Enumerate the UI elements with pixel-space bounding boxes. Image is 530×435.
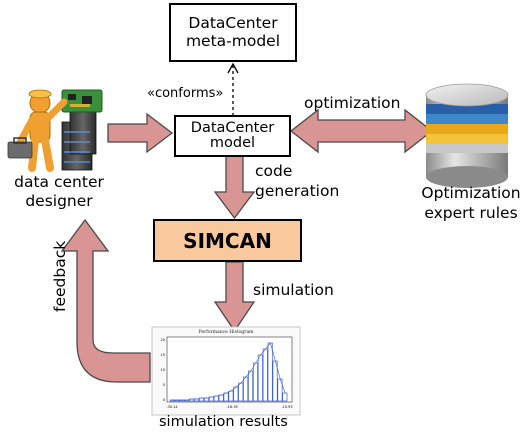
simulation-results-label: simulation results [159,414,288,430]
conforms-dependency [227,62,239,116]
thumbnail-y-tick: 10 [161,368,165,372]
thumbnail-y-tick: 20 [161,338,165,342]
thumbnail-x-tick: -10.93 [281,405,292,409]
thumbnail-y-tick: 5 [163,383,165,387]
expert-rules-label: Optimization expert rules [421,184,521,223]
thumbnail-title: Performance Histogram [199,329,255,335]
thumbnail-bar [169,399,175,402]
conforms-label: «conforms» [147,86,224,101]
simulation-label: simulation [253,281,334,299]
designer-figure-icon [7,89,103,172]
designer-label: data center designer [14,173,104,211]
thumbnail-x-ticks: -30.14 -16.78 -10.93 [166,405,292,409]
thumbnail-y-tick: 15 [161,353,165,357]
code-generation-arrow [213,155,256,220]
optimization-label: optimization [304,94,401,112]
model-optimization-arrow [289,108,434,154]
thumbnail-y-tick: 0 [163,398,165,402]
results-histogram-thumbnail: Performance Histogram 20 15 10 5 0 -30.14 -16… [151,326,301,416]
thumbnail-x-tick: -16.78 [226,405,237,409]
feedback-arrow [60,218,151,383]
designer-to-model-arrow [107,112,174,154]
model-node: DataCenter model [174,115,291,157]
thumbnail-bars [169,342,288,402]
thumbnail-curve [172,342,286,401]
code-generation-label: code generation [255,162,340,201]
metamodel-node: DataCenter meta-model [169,3,297,62]
thumbnail-y-ticks: 20 15 10 5 0 [161,338,165,402]
simulation-arrow [213,261,256,333]
simcan-node: SIMCAN [153,219,302,262]
thumbnail-x-tick: -30.14 [166,405,178,409]
database-icon [425,83,509,188]
feedback-label: feedback [51,240,69,312]
